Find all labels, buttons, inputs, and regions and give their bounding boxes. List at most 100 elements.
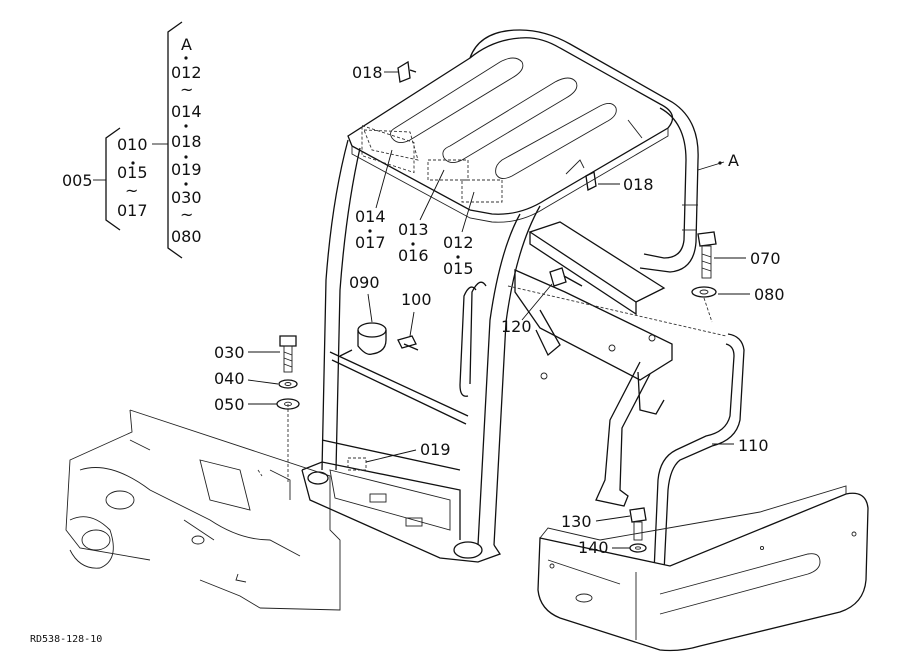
- leader-014: [375, 149, 393, 209]
- callout-040: 040: [214, 369, 245, 388]
- dot: [184, 182, 188, 186]
- label-area-014b: [363, 129, 419, 161]
- counterweight-hole: [549, 563, 555, 569]
- callout-100: 100: [401, 290, 432, 309]
- front-left-post-outer: [321, 139, 349, 471]
- bolt-070-shank: [701, 245, 712, 279]
- callout-030-list: 030: [171, 188, 202, 207]
- cross-bar: [329, 351, 469, 417]
- handrail-inner: [469, 281, 487, 385]
- leader-013: [419, 169, 445, 221]
- callout-A-top: A: [181, 35, 192, 54]
- rear-roll-bar-inner: [643, 107, 687, 259]
- group-bracket-right: A 012 ~ 014 018 019 030 ~ 080: [167, 21, 202, 259]
- screw-100: [397, 335, 419, 351]
- bolt-070: [697, 231, 717, 279]
- callout-015: 015: [117, 163, 148, 182]
- dot: [718, 161, 722, 165]
- main-bracket: [514, 269, 673, 381]
- callout-014b: 014: [355, 207, 386, 226]
- tilde-3: ~: [180, 205, 193, 224]
- base-plate: [301, 469, 501, 563]
- roof-panel: [347, 37, 674, 215]
- bolt-hole: [608, 344, 616, 352]
- leader-019: [365, 449, 417, 463]
- frame-boss: [105, 490, 135, 510]
- callout-130: 130: [561, 512, 592, 531]
- bolt-130: [629, 507, 647, 541]
- leader-012: [461, 191, 475, 233]
- clamp-tab: [339, 349, 353, 357]
- bracket-inner: [167, 21, 183, 259]
- clip-018-top-tab: [409, 69, 417, 73]
- clip-018-hook: [565, 159, 585, 175]
- leader-130: [595, 515, 631, 522]
- callout-A-right: A: [728, 151, 739, 170]
- cross-bar-lower: [331, 359, 467, 425]
- callout-018-roof: 018: [623, 175, 654, 194]
- roof-slot-2: [442, 77, 578, 163]
- mount-plate-side: [529, 232, 637, 316]
- lock-washer-040-hole: [284, 382, 292, 386]
- label-area-013: [427, 159, 469, 181]
- clamp-ring-top: [357, 322, 387, 338]
- callouts: 018 018 A 014 017 013 016 012 015 070 08…: [214, 63, 785, 557]
- bolt-030-head: [279, 335, 297, 347]
- bracket-outer: [105, 127, 121, 231]
- rear-roll-bar: [469, 29, 699, 273]
- frame-curve: [79, 467, 301, 557]
- counterweight-logo: [575, 593, 593, 603]
- roof-slot-3: [495, 103, 617, 179]
- callout-090: 090: [349, 273, 380, 292]
- thread: [701, 260, 712, 265]
- frame-hub: [69, 516, 114, 569]
- tilde-2: ~: [180, 80, 193, 99]
- bolt-120-shank: [563, 275, 583, 287]
- group-bracket-left: 005 010 015 ~ 017: [62, 127, 168, 231]
- callout-017b: 017: [355, 233, 386, 252]
- bracket-leg-2: [637, 371, 665, 415]
- washer-140: [629, 543, 647, 553]
- clamp-ring-body: [357, 330, 387, 355]
- lower-panel-top: [321, 439, 461, 471]
- counterweight-body: [537, 492, 869, 652]
- callout-018-list: 018: [171, 132, 202, 151]
- machine-frame: [65, 404, 341, 611]
- dot: [131, 161, 135, 165]
- thread: [283, 351, 293, 356]
- callout-080-list: 080: [171, 227, 202, 246]
- front-right-post-outer: [477, 213, 521, 546]
- callout-120: 120: [501, 317, 532, 336]
- bolt-axis-070: [703, 297, 713, 323]
- thread: [283, 357, 293, 362]
- frame-line: [183, 519, 215, 541]
- dot: [456, 255, 460, 259]
- frame-mark-A: [257, 469, 263, 477]
- bolt-120-head: [549, 267, 567, 287]
- callout-016: 016: [398, 246, 429, 265]
- clip-018-roof: [585, 171, 597, 191]
- canopy-frame: [301, 29, 699, 563]
- bolt-070-head: [697, 231, 717, 247]
- screw-100-shank: [403, 343, 419, 351]
- counterweight-hole: [851, 531, 857, 537]
- drawing-code: RD538-128-10: [30, 634, 102, 645]
- callout-110: 110: [738, 436, 769, 455]
- callout-012: 012: [171, 63, 202, 82]
- base-slot: [369, 493, 387, 503]
- support-bracket: [507, 221, 727, 507]
- dot: [184, 56, 188, 60]
- center-line: [507, 285, 727, 337]
- callout-010: 010: [117, 135, 148, 154]
- handrail: [459, 286, 477, 397]
- callout-050: 050: [214, 395, 245, 414]
- post-foot-left: [307, 471, 329, 485]
- leader-100: [409, 311, 415, 337]
- callout-012b: 012: [443, 233, 474, 252]
- callout-005: 005: [62, 171, 93, 190]
- post-foot: [453, 541, 483, 559]
- bolt-030: [279, 335, 297, 373]
- base-plate-top: [301, 461, 461, 540]
